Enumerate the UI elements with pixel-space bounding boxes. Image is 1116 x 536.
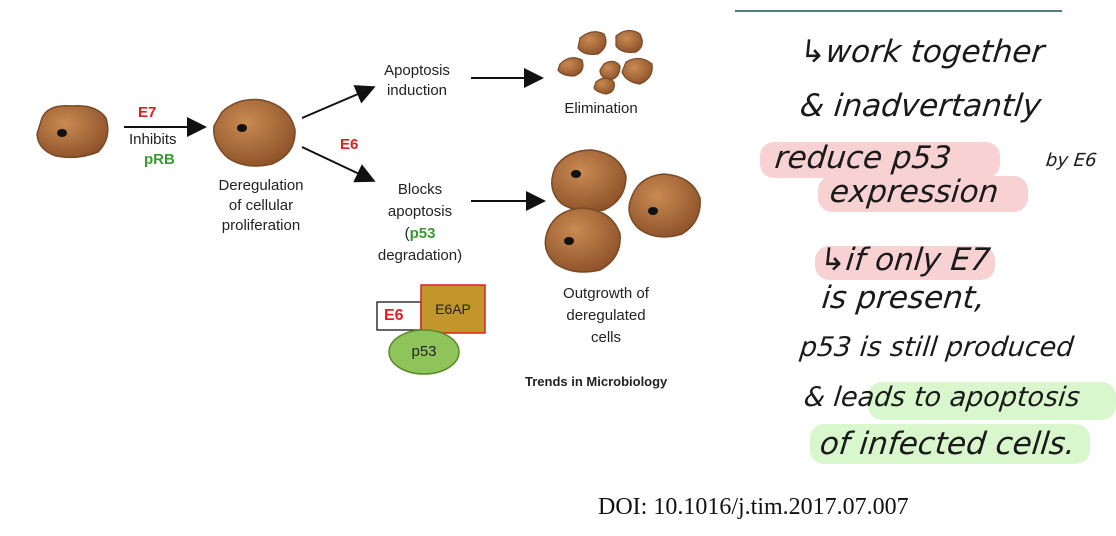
apoptosis-arrow [301, 85, 376, 119]
p53-line: (p53 [370, 224, 470, 244]
outgrowth-label-2: deregulated [566, 307, 646, 324]
degradation-label: degradation) [377, 247, 463, 264]
deregulated-cell [213, 98, 296, 167]
e6-arrow [301, 146, 376, 183]
note-line-2: & inadvertantly [798, 88, 1043, 124]
e6-branch-label: E6 [340, 136, 359, 153]
note-line-3: reduce p53 [773, 140, 954, 176]
inhibits-label: Inhibits [129, 131, 177, 148]
highlight-reduce-p53 [760, 142, 1000, 178]
deregulation-label-2: of cellular [228, 197, 294, 214]
complex-e6-label: E6 [384, 307, 404, 324]
blocks-apoptosis-1: Blocks [397, 181, 443, 198]
highlight-if-only-e7 [815, 246, 995, 280]
e7-label: E7 [138, 104, 157, 121]
note-line-1: ↳work together [798, 34, 1047, 70]
outgrowth-label-1: Outgrowth of [563, 285, 649, 302]
outgrowth-label-3: cells [590, 329, 621, 346]
deregulated-cell-nucleus [237, 124, 247, 132]
doi-text: DOI: 10.1016/j.tim.2017.07.007 [598, 494, 909, 520]
apoptotic-fragments [557, 29, 653, 95]
p53-ellipse [388, 329, 460, 375]
blocks-apoptosis-2: apoptosis [387, 203, 453, 220]
e6-box [376, 301, 422, 331]
e6ap-box [420, 284, 486, 334]
complex-p53-label: p53 [411, 343, 437, 360]
note-line-5: ↳if only E7 [818, 242, 992, 278]
deregulation-label-1: Deregulation [218, 177, 304, 194]
elimination-label: Elimination [564, 100, 638, 117]
p53-green-label: p53 [409, 225, 436, 242]
apoptosis-induction-1: Apoptosis [384, 62, 450, 79]
note-line-6: is present, [820, 280, 987, 316]
p53-open-paren: ( [404, 225, 410, 242]
note-line-8: & leads to apoptosis [802, 382, 1082, 413]
note-line-3-side: by E6 [1044, 150, 1098, 171]
highlight-infected-cells [810, 424, 1090, 464]
prb-label: pRB [144, 151, 175, 168]
deregulation-label-3: proliferation [221, 217, 301, 234]
note-line-4: expression [828, 174, 1001, 210]
trends-credit: Trends in Microbiology [525, 374, 668, 389]
highlight-leads-to-apoptosis [868, 382, 1116, 420]
note-line-9: of infected cells. [818, 426, 1078, 462]
highlight-expression [818, 176, 1028, 212]
outgrowth-cells [544, 149, 701, 273]
complex-e6ap-label: E6AP [435, 301, 471, 317]
note-line-7: p53 is still produced [798, 332, 1076, 363]
normal-cell [36, 105, 109, 159]
apoptosis-induction-2: induction [386, 82, 448, 99]
normal-cell-nucleus [57, 129, 67, 137]
